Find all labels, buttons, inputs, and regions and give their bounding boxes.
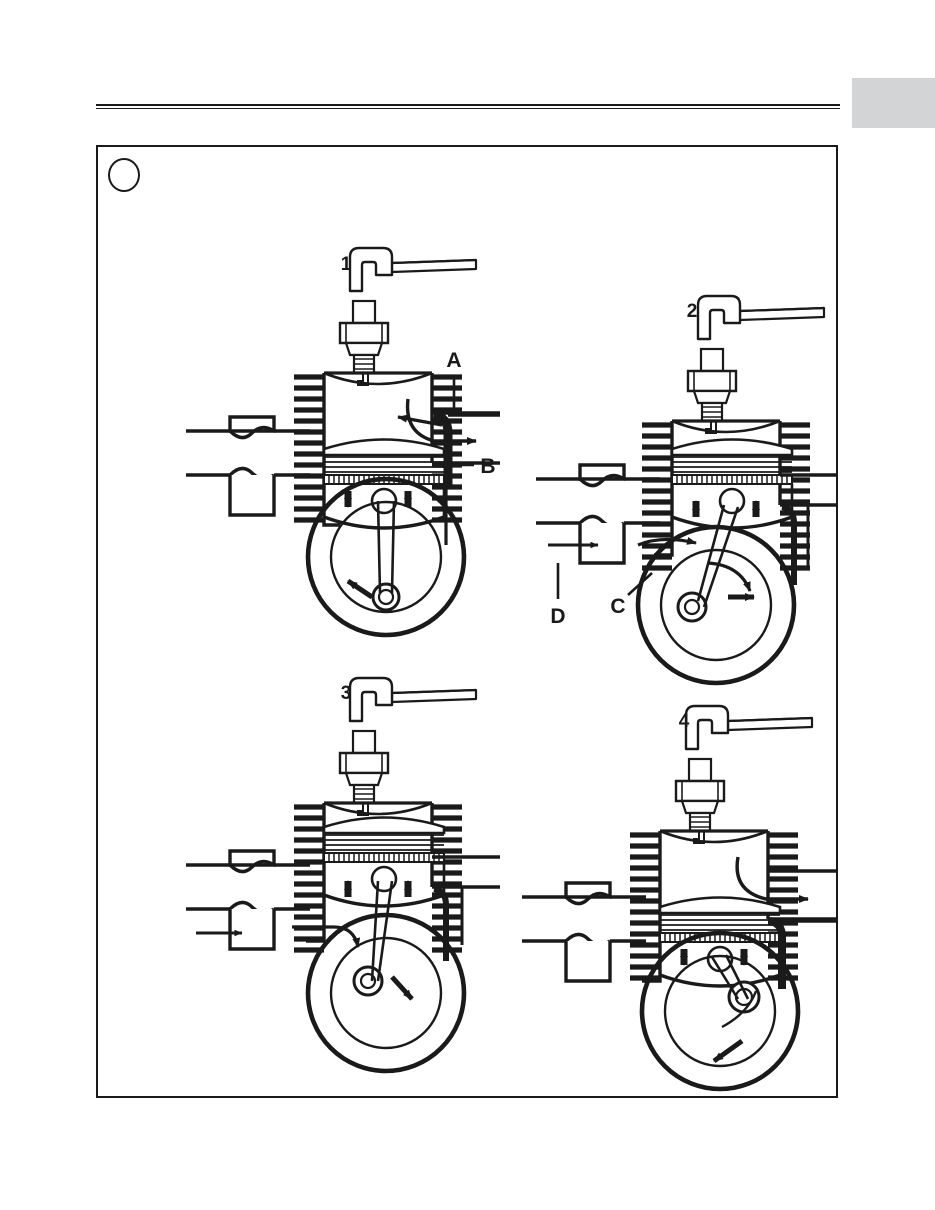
- gas-flow-arrow: [405, 398, 477, 445]
- callout-label-A: A: [446, 349, 461, 372]
- exhaust-port: [432, 855, 500, 889]
- callout-label-D: D: [550, 605, 565, 628]
- carburetor-venturi: [520, 881, 648, 983]
- cooling-fins: [630, 835, 660, 978]
- exhaust-port: [768, 869, 838, 921]
- piston-direction-arrow: [692, 500, 760, 517]
- rotation-arrow: [712, 1038, 744, 1064]
- piston: [322, 437, 446, 530]
- panel-2: C D 2: [534, 294, 838, 686]
- panel-1: A B 1: [184, 246, 500, 638]
- panel-3: 3: [184, 676, 500, 1074]
- connecting-rod: [696, 504, 740, 608]
- header-rule-thin: [96, 108, 840, 109]
- callout-label-B: B: [480, 455, 495, 478]
- exhaust-port: [780, 473, 838, 507]
- connecting-rod: [370, 880, 394, 982]
- callout-C: C: [610, 572, 653, 618]
- transfer-port: [433, 886, 464, 961]
- spark-plug: [686, 294, 826, 435]
- rotation-arrow: [346, 578, 374, 600]
- gas-flow-arrow: [637, 537, 697, 547]
- panel-number-1: 1: [341, 254, 352, 275]
- carburetor-venturi: [184, 415, 312, 517]
- panel-number-3: 3: [341, 683, 352, 704]
- engine-cycle-diagram: A B 1: [184, 246, 838, 1092]
- transfer-port: [781, 504, 810, 585]
- header-rule-thick: [96, 104, 840, 106]
- rotation-arrow: [390, 975, 414, 1001]
- spark-plug: [338, 676, 478, 817]
- margin-index-tab: [852, 78, 935, 128]
- gas-flow-arrow: [292, 925, 361, 948]
- panel-4: 4: [520, 704, 838, 1092]
- piston-direction-arrow: [344, 491, 412, 508]
- carburetor-venturi: [534, 463, 662, 565]
- callout-label-C: C: [610, 595, 625, 618]
- piston: [322, 815, 446, 908]
- piston: [658, 895, 782, 988]
- piston: [670, 437, 794, 530]
- transfer-port: [769, 917, 838, 989]
- cooling-fins: [294, 377, 324, 520]
- circle-bullet-icon: [108, 158, 140, 192]
- transfer-port: [433, 410, 500, 489]
- spark-plug: [674, 704, 814, 845]
- crankshaft: [639, 930, 801, 1092]
- gas-flow-arrow: [707, 561, 752, 592]
- panel-number-4: 4: [679, 711, 690, 732]
- crankshaft: [635, 524, 797, 686]
- connecting-rod: [710, 954, 750, 1000]
- callout-D: D: [550, 563, 566, 628]
- piston-direction-arrow: [344, 880, 412, 897]
- crankshaft: [305, 912, 467, 1074]
- connecting-rod: [376, 500, 396, 594]
- connecting-rod: [721, 990, 758, 1029]
- gas-flow-arrow: [735, 856, 809, 903]
- callout-B: B: [448, 455, 496, 478]
- callout-A: A: [446, 349, 462, 413]
- panel-number-2: 2: [687, 301, 698, 322]
- gas-flow-arrow: [397, 414, 443, 427]
- crankshaft: [305, 476, 467, 638]
